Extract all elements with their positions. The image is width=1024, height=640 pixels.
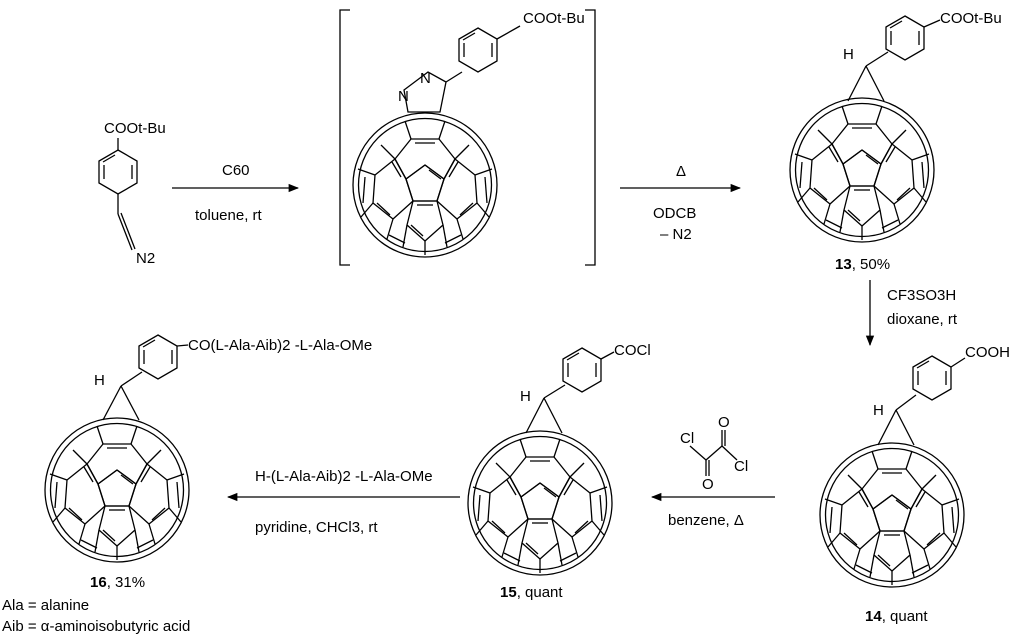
- step3-reagent: CF3SO3H: [887, 287, 957, 304]
- compound-13-label: 13, 50%: [835, 256, 891, 273]
- intermediate-atom-n2: N: [398, 88, 409, 105]
- legend-ala: Ala = alanine: [2, 597, 90, 614]
- oxalyl-chloride: [689, 430, 738, 476]
- compound-16-substituent: CO(L-Ala-Aib)2 -L-Ala-OMe: [188, 337, 373, 354]
- compound-14-yield: quant: [890, 608, 928, 625]
- compound-13-structure: [789, 15, 941, 243]
- compound-15-number: 15: [500, 584, 517, 601]
- compound-13-number: 13: [835, 256, 852, 273]
- step3-conditions: dioxane, rt: [887, 311, 958, 328]
- step2-reagent: Δ: [676, 163, 687, 180]
- step1-conditions: toluene, rt: [195, 207, 262, 224]
- intermediate-atom-n1: N: [420, 70, 431, 87]
- oxalyl-cl-1: Cl: [680, 430, 695, 447]
- compound-14-number: 14: [865, 608, 882, 625]
- diazo-group-text: N2: [136, 250, 156, 267]
- compound-13-yield: 50%: [860, 256, 891, 273]
- diazo-group-label: N2: [136, 250, 155, 267]
- step2-conditions: ODCB: [653, 205, 697, 222]
- step2-conditions-extra: – N2: [660, 226, 692, 243]
- compound-15-label: 15, quant: [500, 584, 563, 601]
- compound-13-h-label: H: [843, 46, 854, 63]
- oxalyl-o-1: O: [718, 414, 730, 431]
- compound-16-number: 16: [90, 574, 107, 591]
- compound-16-structure: [44, 334, 190, 563]
- step1-reagent: C60: [222, 162, 250, 179]
- oxalyl-cl-2: Cl: [734, 458, 749, 475]
- compound-15-structure: [467, 347, 615, 576]
- step5-reagent: H-(L-Ala-Aib)2 -L-Ala-OMe: [255, 468, 433, 485]
- compound-15-h-label: H: [520, 388, 531, 405]
- diazo-reactant: [98, 138, 138, 251]
- compound-14-structure: [819, 355, 966, 588]
- compound-13-substituent: COOt-Bu: [940, 10, 1002, 27]
- compound-16-label: 16, 31%: [90, 574, 146, 591]
- intermediate-brackets: [339, 9, 596, 266]
- compound-14-h-label: H: [873, 402, 884, 419]
- compound-16-h-label: H: [94, 372, 105, 389]
- compound-15-substituent: COCl: [614, 342, 651, 359]
- compound-16-yield: 31%: [115, 574, 146, 591]
- compound-15-yield: quant: [525, 584, 563, 601]
- step5-conditions: pyridine, CHCl3, rt: [255, 519, 378, 536]
- intermediate-substituent-label: COOt-Bu: [523, 10, 585, 27]
- compound-14-substituent: COOH: [965, 344, 1010, 361]
- intermediate-fullerene: [352, 25, 521, 258]
- compound-14-label: 14, quant: [865, 608, 928, 625]
- oxalyl-o-2: O: [702, 476, 714, 493]
- reactant-substituent-label: COOt-Bu: [104, 120, 166, 137]
- legend-aib: Aib = α-aminoisobutyric acid: [2, 618, 191, 635]
- step4-conditions: benzene, Δ: [668, 512, 744, 529]
